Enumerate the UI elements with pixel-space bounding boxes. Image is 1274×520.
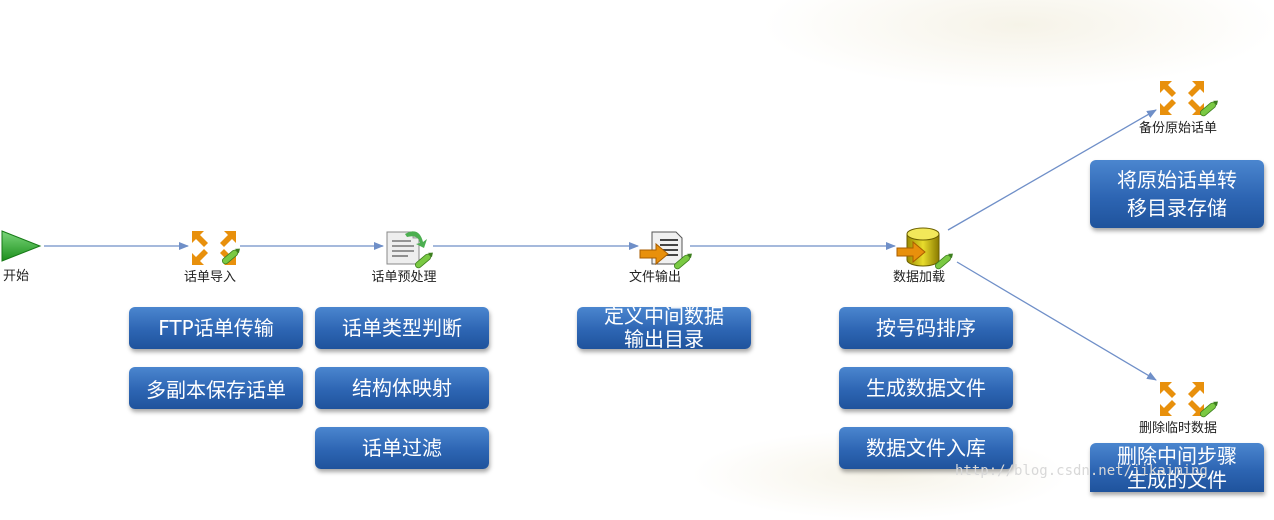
play-icon bbox=[1, 230, 42, 262]
note-sort: 按号码排序 bbox=[839, 307, 1013, 349]
note-filter: 话单过滤 bbox=[315, 427, 489, 469]
note-ftp-transfer: FTP话单传输 bbox=[129, 307, 303, 349]
note-file-load: 数据文件入库 bbox=[839, 427, 1013, 469]
note-delete-files: 删除中间步骤生成的文件 bbox=[1090, 443, 1264, 492]
note-gen-file: 生成数据文件 bbox=[839, 367, 1013, 409]
note-type-judge: 话单类型判断 bbox=[315, 307, 489, 349]
database-icon bbox=[896, 227, 953, 270]
step-label-import: 话单导入 bbox=[183, 270, 237, 285]
note-multi-copy: 多副本保存话单 bbox=[129, 367, 303, 409]
connector-load-delete bbox=[956, 261, 1157, 381]
document-icon bbox=[386, 231, 433, 269]
note-define-dir: 定义中间数据输出目录 bbox=[577, 307, 751, 349]
step-label-backup: 备份原始话单 bbox=[1138, 121, 1218, 136]
step-label-file-output: 文件输出 bbox=[628, 270, 682, 285]
transform-icon bbox=[1160, 81, 1218, 117]
transform-icon bbox=[192, 231, 240, 265]
step-label-data-load: 数据加载 bbox=[892, 270, 946, 285]
note-move-store: 将原始话单转移目录存储 bbox=[1090, 160, 1264, 228]
connector-layer bbox=[44, 109, 1157, 381]
step-label-delete-temp: 删除临时数据 bbox=[1138, 421, 1218, 436]
step-label-start: 开始 bbox=[2, 269, 30, 284]
connector-load-backup bbox=[947, 109, 1157, 231]
watermark: http://blog.csdn.net/jikaiming bbox=[955, 463, 1208, 479]
note-struct-map: 结构体映射 bbox=[315, 367, 489, 409]
background-glow bbox=[760, 0, 1274, 90]
transform-icon bbox=[1160, 382, 1218, 418]
file-output-icon bbox=[639, 231, 692, 270]
step-label-preprocess: 话单预处理 bbox=[371, 270, 437, 285]
